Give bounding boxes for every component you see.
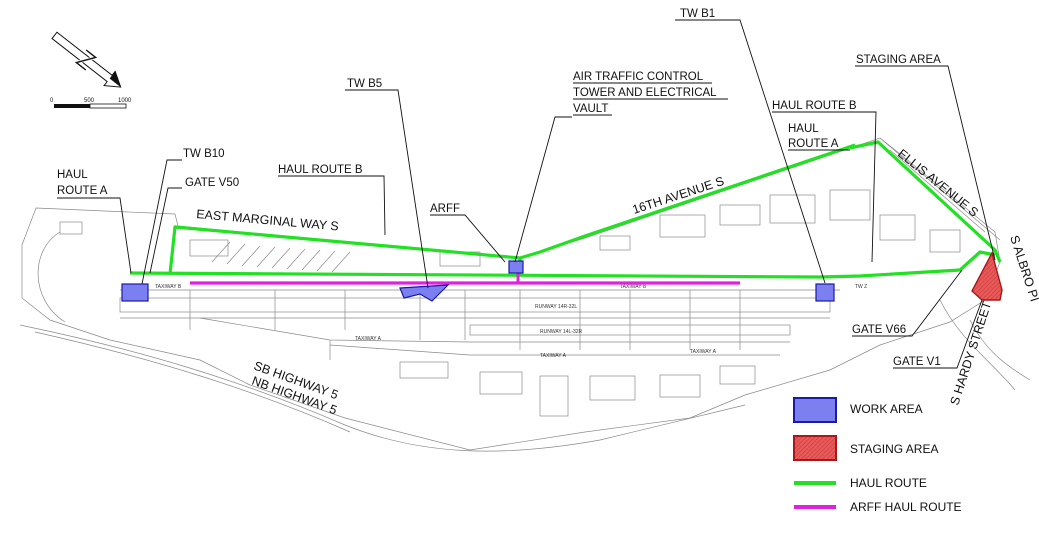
building: [659, 214, 706, 238]
haul-route-b-label: HAUL ROUTE B: [278, 164, 363, 176]
building: [599, 235, 631, 251]
work-area-tw-b1: [815, 283, 835, 302]
haul-route-b-label: HAUL ROUTE B: [772, 100, 857, 112]
building: [589, 375, 636, 401]
leader-tw-b5: [345, 89, 429, 289]
leader-haul-route-b-right: [772, 111, 877, 263]
airport-boundary: [21, 137, 1001, 451]
building: [59, 221, 83, 235]
building: [659, 374, 701, 398]
gate-v1-label: GATE V1: [893, 356, 941, 368]
road-s-albro: S ALBRO PI: [1007, 234, 1039, 304]
haul-route-a-main: [129, 250, 996, 279]
scale-bar: 0 500 1000: [50, 98, 132, 109]
leader-gate-v50: [149, 187, 182, 274]
work-area-tw-b5: [399, 284, 450, 302]
haul-route: [129, 140, 1002, 279]
road-s-hardy: S HARDY STREET: [948, 299, 995, 407]
work-area-tower: [508, 260, 524, 274]
gate-v50-label: GATE V50: [185, 177, 239, 189]
leader-tw-b10: [141, 159, 182, 285]
haul-route-a-label-line2: ROUTE A: [788, 138, 839, 150]
leader-lines: [57, 19, 996, 369]
haul-route-a-label-line2: ROUTE A: [57, 185, 108, 197]
north-arrow-icon: [51, 31, 122, 88]
haul-route-a-label-line1: HAUL: [788, 123, 819, 135]
staging-area-swatch: [793, 435, 837, 461]
building: [829, 189, 871, 221]
leader-atc: [514, 116, 572, 263]
building: [539, 375, 569, 417]
atc-label-line1: AIR TRAFFIC CONTROL: [573, 71, 704, 83]
legend-label: HAUL ROUTE: [850, 476, 927, 490]
work-areas: [121, 260, 835, 302]
leader-haul-route-a-left: [57, 197, 132, 274]
runway-14r-32l: [119, 297, 831, 313]
legend-item-work-area: WORK AREA: [793, 397, 923, 423]
taxiway-a-label: TAXIWAY A: [540, 353, 567, 359]
leader-gate-v1: [893, 299, 983, 369]
building: [879, 214, 916, 241]
leader-gate-v66: [852, 269, 963, 337]
leader-staging: [855, 65, 996, 261]
drawing-annotations: TAXIWAY B TAXIWAY B TW Z RUNWAY 14R-32L …: [155, 284, 867, 359]
tw-z-label: TW Z: [855, 284, 867, 290]
legend-item-haul-route: HAUL ROUTE: [794, 476, 927, 490]
taxiway-b-label: TAXIWAY B: [155, 284, 182, 290]
arff-label: ARFF: [430, 203, 460, 215]
taxiway-b-label: TAXIWAY B: [620, 284, 647, 290]
tw-b10-label: TW B10: [183, 148, 225, 160]
scale-tick: 1000: [118, 98, 132, 104]
west-curve: [37, 231, 66, 323]
leader-tw-b1: [675, 19, 826, 284]
building: [929, 229, 961, 253]
legend-label: ARFF HAUL ROUTE: [850, 500, 962, 514]
runway-label: RUNWAY 14R-32L: [535, 304, 577, 310]
building: [189, 239, 229, 257]
road-ellis-avenue: ELLIS AVENUE S: [895, 146, 981, 219]
taxiway-a-label: TAXIWAY A: [355, 336, 382, 342]
haul-route-a-label-line1: HAUL: [57, 169, 88, 181]
atc-label-line3: VAULT: [573, 103, 608, 115]
highway-5: [19, 324, 746, 452]
tw-b5-label: TW B5: [347, 78, 382, 90]
gate-v66-label: GATE V66: [852, 324, 906, 336]
staging-area-label: STAGING AREA: [856, 54, 941, 66]
legend-label: WORK AREA: [850, 402, 923, 416]
runway-label: RUNWAY 14L-32R: [540, 329, 583, 335]
leader-arff: [430, 214, 506, 263]
legend-item-staging-area: STAGING AREA: [793, 435, 938, 461]
scale-tick: 0: [50, 98, 54, 104]
building: [719, 365, 756, 385]
staging-area: [971, 251, 1003, 301]
atc-label-line2: TOWER AND ELECTRICAL: [573, 87, 717, 99]
legend-item-arff-haul-route: ARFF HAUL ROUTE: [794, 500, 962, 514]
building: [719, 204, 761, 226]
legend: WORK AREA STAGING AREA HAUL ROUTE ARFF H…: [793, 397, 962, 514]
building: [769, 194, 816, 224]
work-area-swatch: [793, 397, 837, 423]
haul-route-ellis: [849, 140, 1002, 263]
work-area-tw-b10: [121, 283, 149, 302]
scale-tick: 500: [84, 98, 95, 104]
building: [399, 361, 449, 379]
haul-route-b-loop: [168, 143, 856, 275]
legend-label: STAGING AREA: [850, 442, 938, 456]
leader-haul-route-b-mid: [278, 175, 386, 236]
taxiway-a-label: TAXIWAY A: [690, 349, 717, 355]
tw-b1-label: TW B1: [680, 8, 715, 20]
callout-labels: TW B1 STAGING AREA AIR TRAFFIC CONTROL T…: [57, 8, 941, 368]
base-map-linework: [19, 137, 1031, 452]
building: [479, 371, 523, 395]
